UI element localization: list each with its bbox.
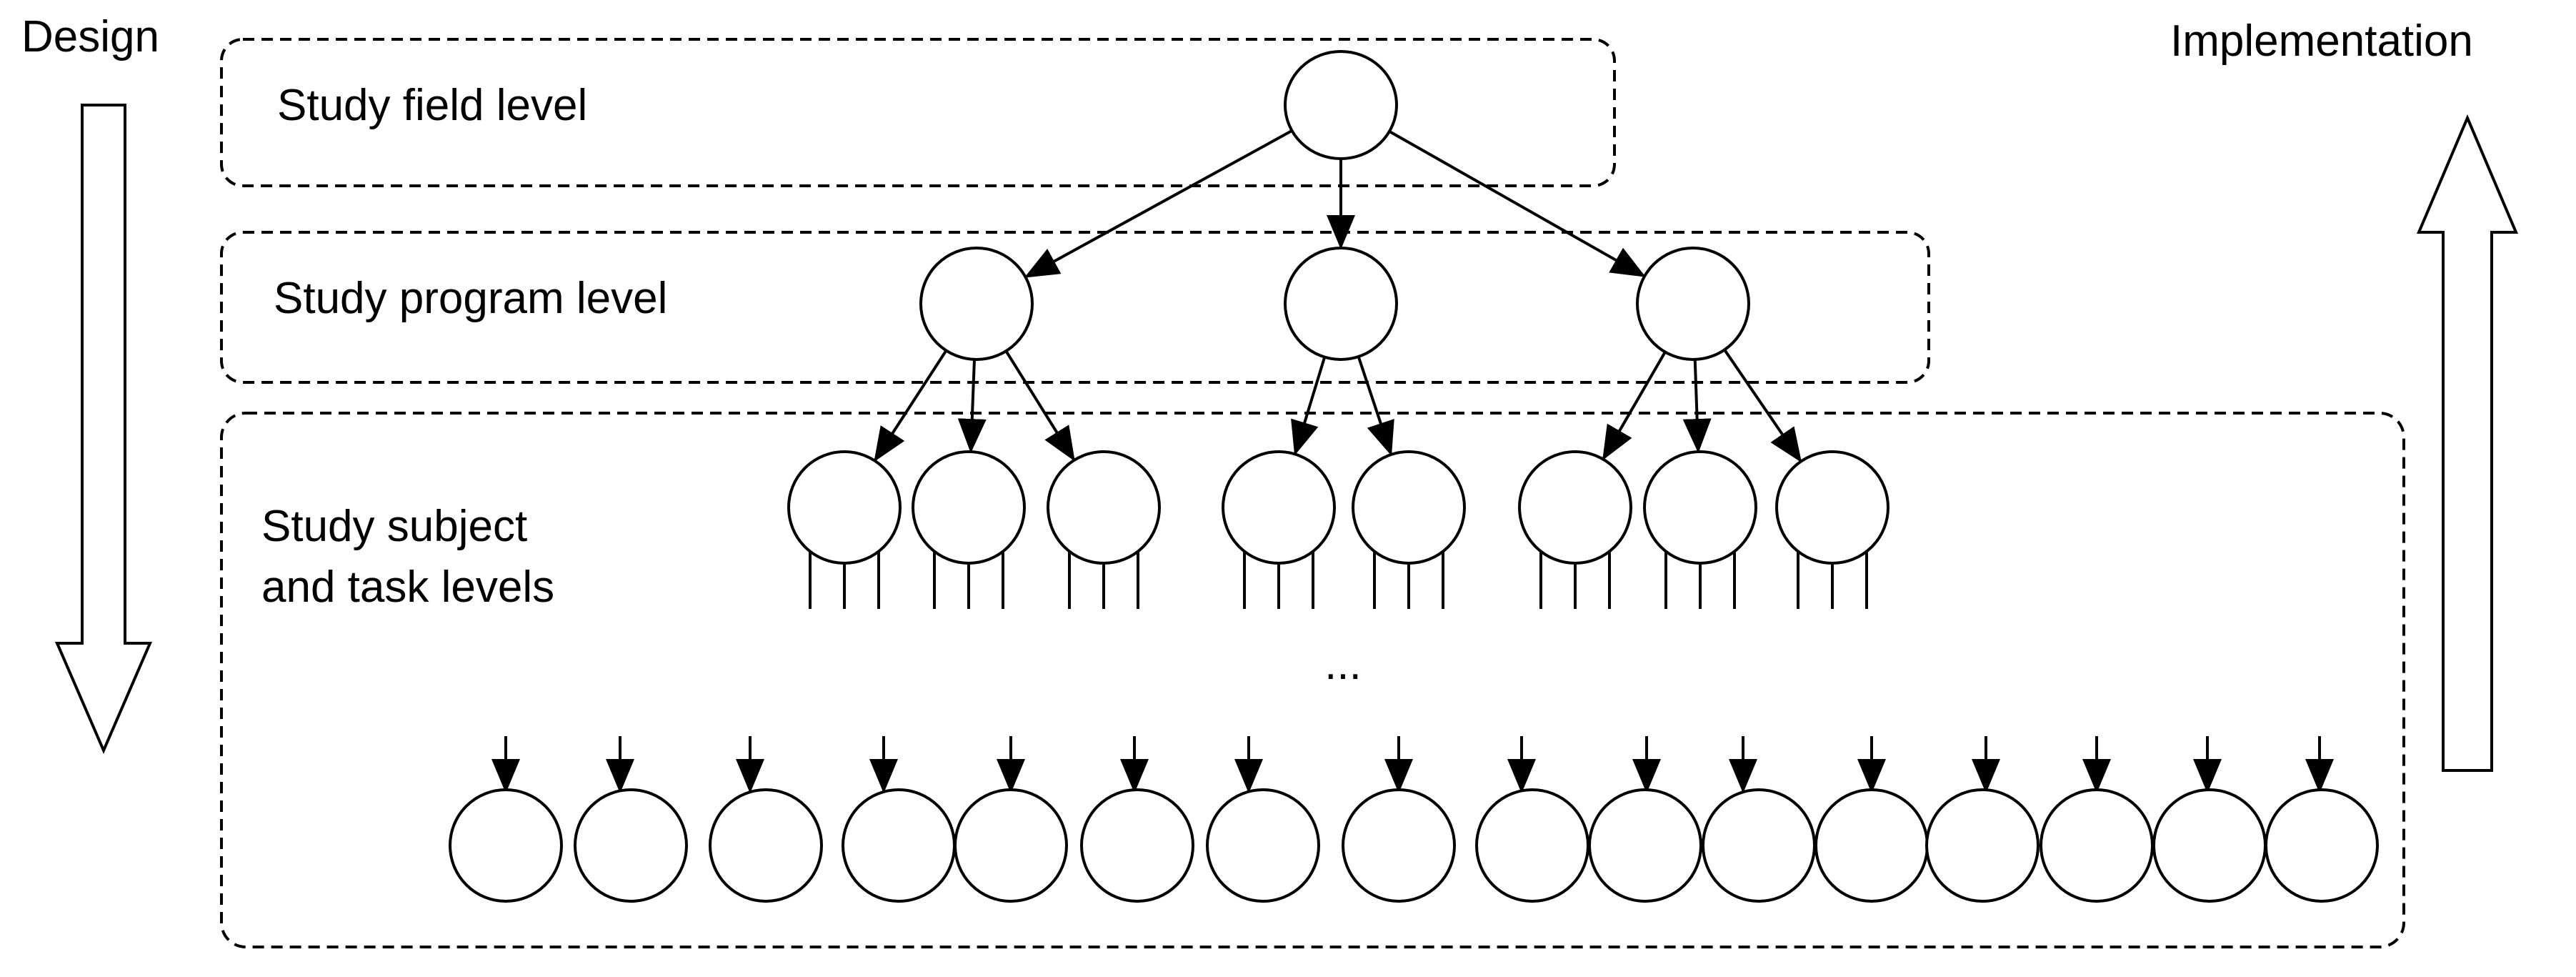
task-node-12 — [1814, 788, 1929, 903]
study-program-node-3 — [1636, 247, 1750, 361]
design-label: Design — [21, 12, 159, 61]
task-node-3 — [709, 788, 823, 903]
study-field-node — [1284, 50, 1398, 160]
edge-program-to-subject-8 — [1723, 349, 1802, 463]
study-field-level-box — [220, 38, 1616, 187]
hierarchy-edges — [491, 129, 2334, 793]
implementation-up-arrow — [2416, 114, 2519, 772]
edge-program-to-subject-4 — [1291, 357, 1327, 456]
task-node-8 — [1342, 788, 1456, 903]
design-down-arrow — [54, 104, 153, 755]
study-subject-node-4 — [1222, 450, 1336, 565]
study-subject-node-3 — [1047, 450, 1161, 565]
study-program-level-box — [220, 231, 1930, 384]
edge-program-to-subject-6 — [1602, 351, 1667, 461]
task-node-16 — [2265, 788, 2379, 903]
edge-field-to-program-3 — [1388, 130, 1646, 278]
study-field-level-label: Study field level — [277, 81, 588, 130]
task-node-5 — [954, 788, 1068, 903]
study-program-node-1 — [919, 247, 1034, 361]
task-node-11 — [1702, 788, 1816, 903]
task-node-1 — [449, 788, 563, 903]
task-node-10 — [1588, 788, 1702, 903]
study-subject-node-5 — [1352, 450, 1466, 565]
edge-field-to-program-1 — [1024, 129, 1293, 279]
study-subject-node-8 — [1775, 450, 1889, 565]
hierarchy-nodes — [449, 50, 2379, 903]
ellipsis-label: ... — [1324, 640, 1362, 689]
task-node-2 — [574, 788, 688, 903]
edge-program-to-subject-7 — [1682, 359, 1712, 454]
study-subject-node-1 — [787, 450, 902, 565]
task-node-6 — [1080, 788, 1194, 903]
edge-program-to-subject-3 — [1004, 350, 1076, 462]
task-node-13 — [1925, 788, 2040, 903]
edge-program-to-subject-1 — [873, 349, 948, 462]
subtask-stub-lines — [809, 551, 1868, 609]
task-node-7 — [1206, 788, 1320, 903]
task-node-14 — [2040, 788, 2154, 903]
study-subject-node-6 — [1518, 450, 1632, 565]
study-program-level-label: Study program level — [274, 274, 668, 323]
edge-program-to-subject-5 — [1357, 356, 1394, 456]
edge-program-to-subject-2 — [957, 359, 987, 454]
task-node-4 — [842, 788, 956, 903]
task-node-9 — [1475, 788, 1589, 903]
study-subject-node-7 — [1643, 450, 1757, 565]
study-subject-level-box — [220, 412, 2405, 948]
study-subject-level-label-line1: Study subject — [261, 502, 528, 551]
study-program-node-2 — [1284, 247, 1398, 361]
task-node-15 — [2152, 788, 2267, 903]
study-subject-node-2 — [912, 450, 1026, 565]
study-subject-level-label-line2: and task levels — [261, 562, 555, 612]
implementation-label: Implementation — [2170, 16, 2473, 66]
